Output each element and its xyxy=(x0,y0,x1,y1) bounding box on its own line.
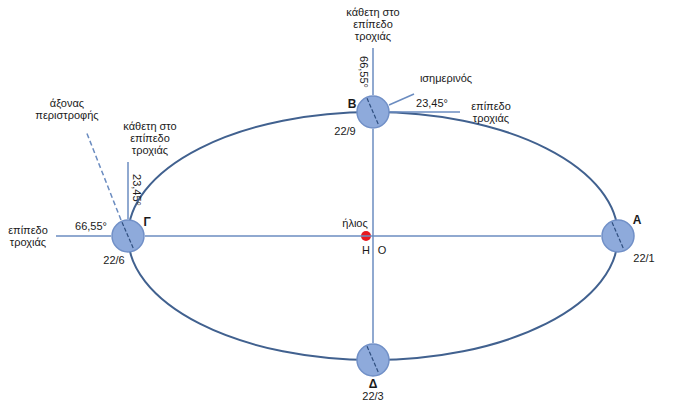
earth-circle xyxy=(357,344,389,376)
annotation-label: ισημερινός xyxy=(420,72,472,84)
axis-line xyxy=(372,129,374,343)
orbit-ellipse xyxy=(128,112,618,360)
earth-node: Γ22/6 xyxy=(111,219,145,253)
annotation-label: 66,55° xyxy=(358,56,370,88)
annotation-label: Η xyxy=(362,244,370,256)
point-letter: Α xyxy=(633,214,642,226)
earth-axis xyxy=(367,346,379,374)
earth-shape xyxy=(356,95,390,129)
annotation-label: 23,45° xyxy=(416,97,448,109)
date-label: 22/3 xyxy=(362,390,383,402)
earth-node: Α22/1 xyxy=(601,219,635,253)
annotation-label: ήλιος xyxy=(342,217,367,229)
point-letter: Δ xyxy=(369,378,378,390)
plane-line xyxy=(56,235,111,237)
annotation-label: κάθετη στο επίπεδο τροχιάς xyxy=(118,120,182,156)
point-letter: Γ xyxy=(143,216,150,228)
earth-shape xyxy=(356,343,390,377)
earth-shape xyxy=(601,219,635,253)
earth-node: Δ22/3 xyxy=(356,343,390,377)
annotation-label: άξονας περιστροφής xyxy=(31,97,103,121)
annotation-label: επίπεδο τροχιάς xyxy=(463,100,519,124)
annotation-label: 66,55° xyxy=(75,220,107,232)
earth-circle xyxy=(602,220,634,252)
plane-line xyxy=(390,111,460,113)
equator-line xyxy=(389,94,414,105)
earth-shape xyxy=(111,219,145,253)
date-label: 22/9 xyxy=(334,125,355,137)
earth-circle xyxy=(357,96,389,128)
date-label: 22/6 xyxy=(103,254,124,266)
earth-axis xyxy=(612,222,624,250)
point-letter: Β xyxy=(348,98,357,110)
annotation-label: 23,45° xyxy=(131,174,143,206)
normal-line xyxy=(372,48,374,95)
earth-axis xyxy=(367,98,379,126)
annotation-label: κάθετη στο επίπεδο τροχιάς xyxy=(341,6,405,42)
earth-circle xyxy=(112,220,144,252)
annotation-label: Ο xyxy=(378,244,387,256)
date-label: 22/1 xyxy=(633,252,654,264)
annotation-label: επίπεδο τροχιάς xyxy=(1,224,55,248)
earth-node: Β22/9 xyxy=(356,95,390,129)
earth-axis xyxy=(122,222,134,250)
rotation-axis-line xyxy=(86,131,121,220)
normal-line xyxy=(127,162,129,219)
